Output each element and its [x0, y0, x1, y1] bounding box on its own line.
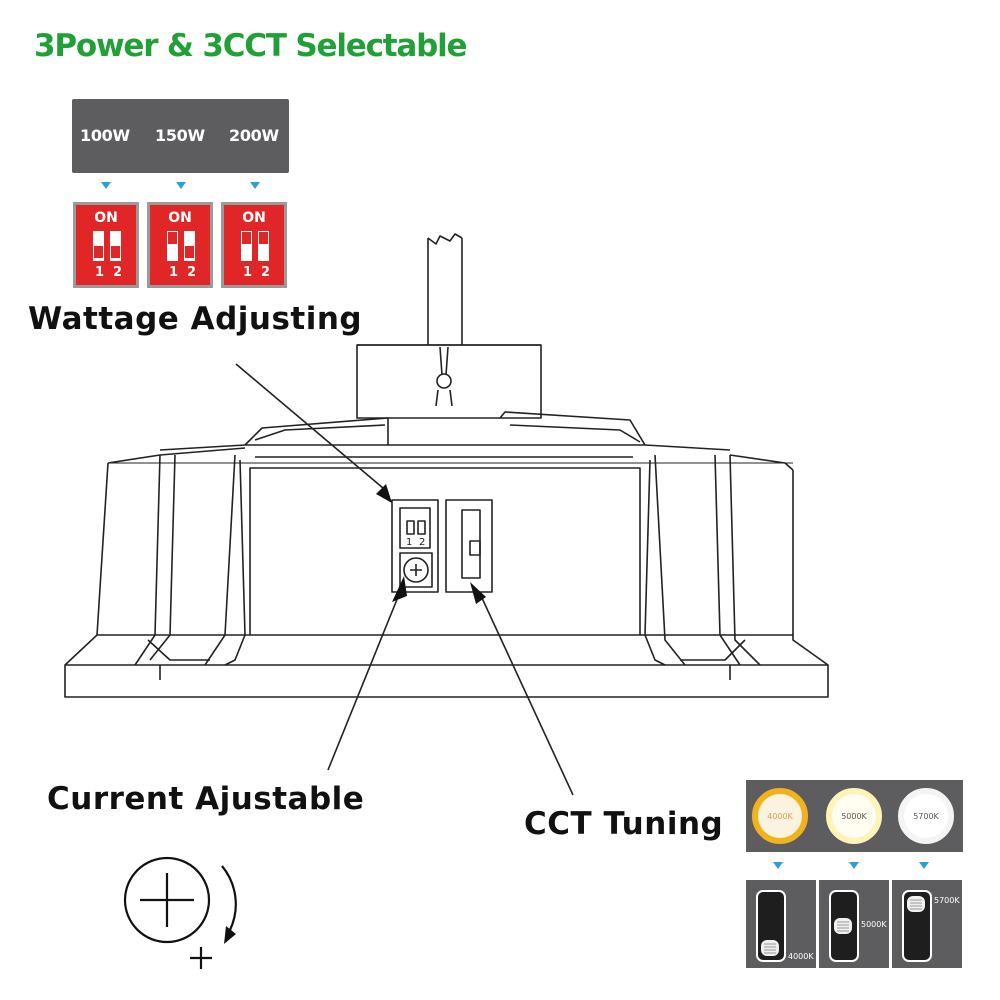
cct-switch-label-5700k: 5700K — [934, 896, 960, 905]
cct-switch-5700k: 5700K — [892, 880, 962, 968]
dip-number-2: 2 — [113, 265, 123, 280]
slider-knob-icon — [907, 896, 925, 912]
cct-5700k-light: 5700K — [898, 788, 954, 844]
cct-5700k-text: 5700K — [913, 811, 939, 821]
dip-toggle-1 — [167, 231, 178, 261]
rotate-arrowhead-icon — [224, 926, 236, 944]
dip-toggle-2 — [110, 231, 121, 261]
cct-switch-4000k: 4000K — [746, 880, 816, 968]
cct-switch-label-4000k: 4000K — [788, 952, 814, 961]
slider-knob-icon — [761, 940, 779, 956]
cct-4000k-light: 4000K — [752, 788, 808, 844]
dip-on-label: ON — [242, 210, 266, 226]
cct-slider-body — [902, 890, 932, 962]
dip-on-label: ON — [168, 210, 192, 226]
title: 3Power & 3CCT Selectable — [34, 28, 468, 64]
dip-number-1: 1 — [95, 265, 105, 280]
cct-slider-body — [829, 890, 859, 962]
dip-number-2: 2 — [187, 265, 197, 280]
cct-5000k-light: 5000K — [826, 788, 882, 844]
pointer-arrow-icon — [773, 862, 783, 869]
dip-switch-150w: ON 1 2 — [147, 202, 213, 288]
cct-options-panel: 4000K 5000K 5700K — [746, 780, 963, 852]
cct-tuning-label: CCT Tuning — [524, 806, 724, 842]
dip-switch-100w: ON 1 2 — [73, 202, 139, 288]
wattage-option-200w: 200W — [229, 126, 279, 145]
pointer-arrow-icon — [849, 862, 859, 869]
dip-toggle-1 — [241, 231, 252, 261]
slider-knob-icon — [834, 918, 852, 934]
dip-toggle-1 — [93, 231, 104, 261]
pointer-arrow-icon — [176, 182, 186, 189]
dip-number-1: 1 — [243, 265, 253, 280]
dip-toggle-2 — [184, 231, 195, 261]
pointer-arrow-icon — [250, 182, 260, 189]
cct-slider-body — [756, 890, 786, 962]
dip-switch-200w: ON 1 2 — [221, 202, 287, 288]
cct-4000k-text: 4000K — [767, 811, 793, 821]
device-dip-number-2: 2 — [419, 537, 425, 548]
dip-toggle-2 — [258, 231, 269, 261]
wattage-option-150w: 150W — [155, 126, 205, 145]
device-dip-number-1: 1 — [406, 537, 412, 548]
wattage-adjusting-label: Wattage Adjusting — [28, 301, 363, 337]
dip-on-label: ON — [94, 210, 118, 226]
wattage-options-panel — [72, 99, 289, 173]
current-adjustable-label: Current Ajustable — [47, 781, 365, 817]
cct-5000k-text: 5000K — [841, 811, 867, 821]
pointer-arrow-icon — [919, 862, 929, 869]
pointer-arrow-icon — [101, 182, 111, 189]
cct-switch-5000k: 5000K — [819, 880, 889, 968]
wattage-option-100w: 100W — [80, 126, 130, 145]
dip-number-2: 2 — [261, 265, 271, 280]
cct-switch-label-5000k: 5000K — [861, 920, 887, 929]
dip-number-1: 1 — [169, 265, 179, 280]
